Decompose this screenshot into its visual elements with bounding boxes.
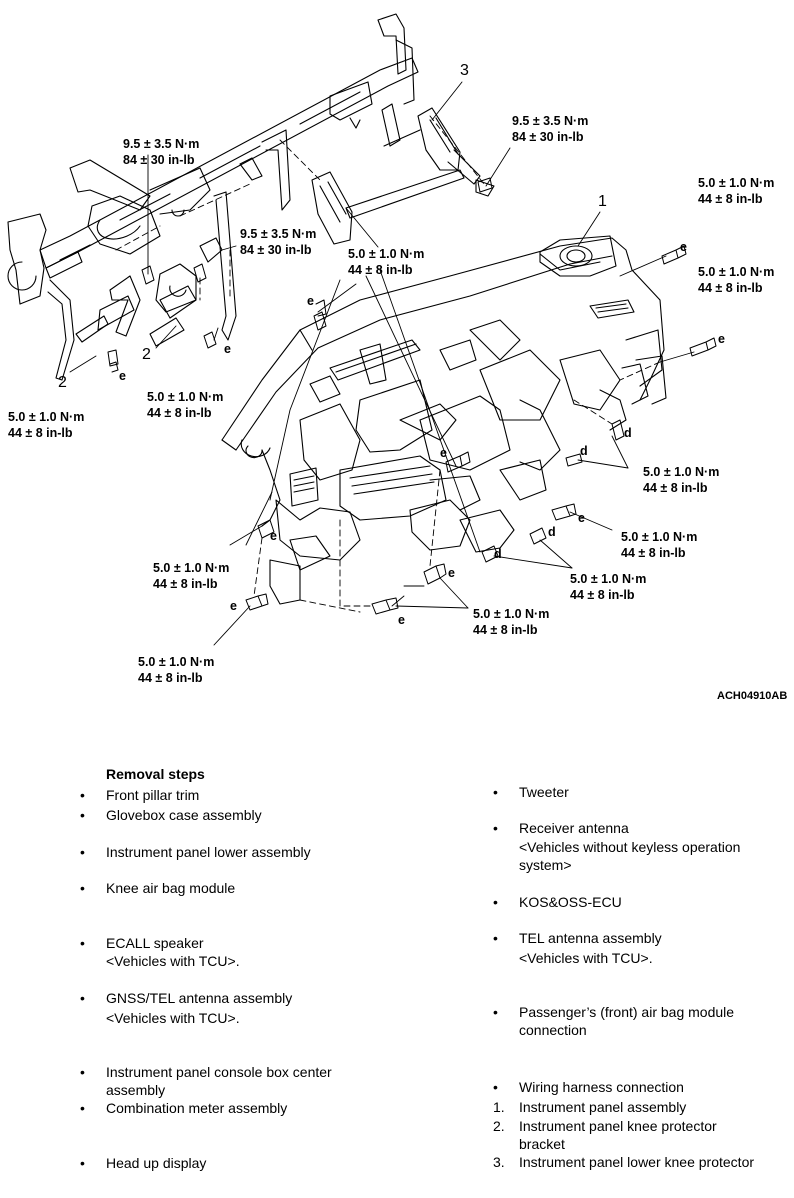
fastener-letter-e: e	[448, 566, 455, 580]
part-label-3: 3	[460, 62, 469, 79]
fastener-letter-e: e	[224, 342, 231, 356]
lower-knee-protector	[311, 103, 495, 245]
steering-support-member	[7, 13, 419, 381]
fastener-letter-e: e	[270, 529, 277, 543]
fastener-letter-d: d	[580, 444, 588, 458]
fastener-letter-e: e	[440, 446, 447, 460]
part-label-1: 1	[598, 193, 607, 210]
fastener-letter-e: e	[578, 511, 585, 525]
removal-steps-title: Removal steps	[106, 766, 205, 782]
instrument-panel-assembly	[221, 235, 667, 605]
fastener-letter-e: e	[119, 369, 126, 383]
bolts	[107, 177, 717, 615]
fastener-letter-e: e	[230, 599, 237, 613]
fastener-letter-d: d	[624, 426, 632, 440]
fastener-letter-e: e	[680, 240, 687, 254]
knee-protector-brackets	[75, 285, 197, 347]
fastener-letter-e: e	[718, 332, 725, 346]
figure-code: ACH04910AB	[717, 690, 788, 702]
fastener-letter-d: d	[494, 547, 502, 561]
fastener-letter-e: e	[307, 294, 314, 308]
part-label-2-lower: 2	[58, 374, 67, 391]
dashed-lines	[115, 115, 661, 613]
fastener-letter-e: e	[398, 613, 405, 627]
fastener-letter-d: d	[548, 525, 556, 539]
exploded-diagram	[7, 13, 717, 646]
part-label-2-upper: 2	[142, 346, 151, 363]
leader-lines	[69, 81, 695, 646]
